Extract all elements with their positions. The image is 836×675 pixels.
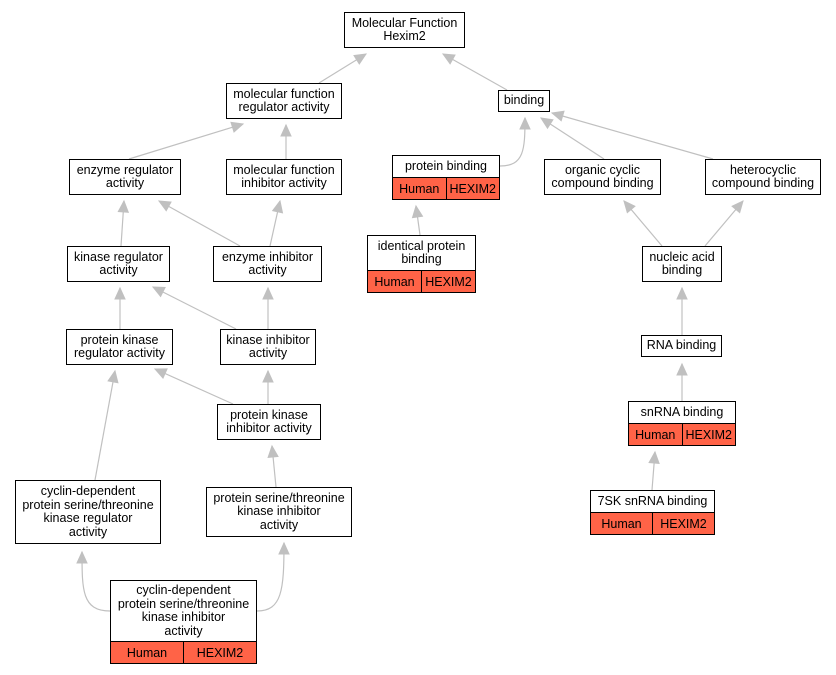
arrowhead-cdk-reg-to-pk-reg	[107, 369, 119, 384]
node-label: nucleic acid binding	[649, 249, 715, 277]
arrowhead-pk-inh-to-pk-reg	[153, 368, 168, 380]
annotation-row: Human HEXIM2	[591, 512, 714, 534]
node-protein-binding[interactable]: protein binding Human HEXIM2	[392, 155, 500, 200]
node-label: snRNA binding	[640, 404, 724, 419]
edge-enzyme-regulator-to-mfreg	[128, 123, 244, 160]
node-pk-regulator[interactable]: protein kinase regulator activity	[66, 329, 173, 365]
edge-pk-inh-to-pk-reg	[154, 368, 234, 405]
node-label: cyclin-dependent protein serine/threonin…	[117, 583, 250, 638]
species-cell: Human	[111, 642, 184, 663]
node-cdk-regulator[interactable]: cyclin-dependent protein serine/threonin…	[15, 480, 161, 544]
arrowhead-nucleic-to-heterocyclic	[731, 200, 744, 214]
node-snrna-binding[interactable]: snRNA binding Human HEXIM2	[628, 401, 736, 446]
node-molecular-function-root[interactable]: Molecular Function Hexim2	[344, 12, 465, 48]
node-cdk-inhibitor[interactable]: cyclin-dependent protein serine/threonin…	[110, 580, 257, 664]
species-cell: Human	[629, 424, 683, 445]
node-label: protein kinase inhibitor activity	[226, 407, 312, 435]
edge-organic-to-binding	[540, 117, 605, 160]
node-heterocyclic[interactable]: heterocyclic compound binding	[705, 159, 821, 195]
arrowhead-snrna-to-rna	[676, 362, 688, 376]
node-label: kinase inhibitor activity	[226, 332, 310, 360]
node-enzyme-inhibitor[interactable]: enzyme inhibitor activity	[213, 246, 322, 282]
species-cell: Human	[393, 178, 447, 199]
node-label: cyclin-dependent protein serine/threonin…	[22, 484, 154, 539]
edge-binding-to-root	[442, 53, 508, 91]
node-organic-cyclic[interactable]: organic cyclic compound binding	[544, 159, 661, 195]
arrowhead-mf-regulator-to-root	[353, 53, 368, 65]
arrowhead-cdk-inh-to-cdk-reg	[76, 550, 88, 564]
edge-kinase-inh-to-kinase-reg	[152, 286, 237, 330]
edge-heterocyclic-to-binding	[551, 112, 714, 160]
annotation-row: Human HEXIM2	[368, 270, 475, 292]
gene-cell: HEXIM2	[449, 181, 497, 196]
arrowhead-mf-inhibitor-to-mfreg	[280, 123, 292, 137]
species-cell: Human	[368, 271, 422, 292]
root-gene: Hexim2	[383, 29, 426, 43]
node-identical-protein[interactable]: identical protein binding Human HEXIM2	[367, 235, 476, 293]
arrowhead-pk-reg-to-kinase-reg	[114, 286, 126, 300]
node-label: 7SK snRNA binding	[597, 493, 708, 508]
node-rna-binding[interactable]: RNA binding	[641, 335, 722, 357]
node-pk-inhibitor[interactable]: protein kinase inhibitor activity	[217, 404, 321, 440]
node-label: identical protein binding	[377, 238, 466, 266]
node-label: molecular function regulator activity	[233, 86, 335, 114]
annotation-row: Human HEXIM2	[111, 641, 256, 663]
species-cell: Human	[591, 513, 653, 534]
arrowhead-enzyme-inh-to-enzyme-reg	[157, 200, 172, 212]
gene-cell: HEXIM2	[196, 645, 244, 660]
arrowhead-sk7-to-snrna	[648, 450, 660, 464]
arrowhead-organic-to-binding	[539, 117, 554, 130]
arrowhead-protein-binding-to-binding	[519, 116, 531, 130]
arrowhead-identical-to-protein-binding	[411, 204, 424, 219]
arrowhead-kinase-inh-to-kinase-reg	[151, 286, 166, 298]
gene-cell: HEXIM2	[685, 427, 733, 442]
arrowhead-enzyme-inh-to-mf-inhibitor	[271, 199, 284, 214]
node-label: enzyme regulator activity	[76, 162, 174, 190]
gene-cell: HEXIM2	[660, 516, 707, 531]
arrowhead-kinase-reg-to-enzyme-reg	[117, 199, 130, 213]
arrowhead-enzyme-regulator-to-mfreg	[230, 121, 245, 133]
node-label: RNA binding	[646, 338, 717, 353]
node-7sk-snrna-binding[interactable]: 7SK snRNA binding Human HEXIM2	[590, 490, 715, 535]
node-label: kinase regulator activity	[74, 249, 163, 277]
edge-cdk-inh-to-pst-inh	[256, 542, 285, 612]
arrowhead-rna-to-nucleic	[676, 286, 688, 300]
arrowhead-binding-to-root	[441, 53, 456, 65]
edge-enzyme-inh-to-enzyme-reg	[158, 200, 241, 247]
node-kinase-regulator[interactable]: kinase regulator activity	[67, 246, 170, 282]
arrowhead-kinase-inh-to-enzyme-inh	[262, 286, 274, 300]
node-mf-inhibitor[interactable]: molecular function inhibitor activity	[226, 159, 342, 195]
node-label: enzyme inhibitor activity	[221, 249, 313, 277]
annotation-row: Human HEXIM2	[629, 423, 735, 445]
node-pst-inhibitor[interactable]: protein serine/threonine kinase inhibito…	[206, 487, 352, 537]
node-label: protein serine/threonine kinase inhibito…	[213, 490, 345, 532]
gene-cell: HEXIM2	[425, 274, 472, 289]
arrowhead-pk-inh-to-kinase-inh	[262, 369, 274, 383]
arrowhead-nucleic-to-organic	[623, 200, 636, 214]
node-nucleic-acid[interactable]: nucleic acid binding	[642, 246, 722, 282]
node-label: heterocyclic compound binding	[711, 162, 815, 190]
node-label: protein binding	[404, 158, 487, 173]
node-binding[interactable]: binding	[498, 90, 550, 112]
arrowhead-heterocyclic-to-binding	[550, 110, 565, 122]
node-enzyme-regulator[interactable]: enzyme regulator activity	[69, 159, 181, 195]
edge-cdk-reg-to-pk-reg	[94, 370, 116, 481]
arrowhead-pst-inh-to-pk-inh	[267, 444, 279, 458]
arrowhead-cdk-inh-to-pst-inh	[278, 541, 290, 555]
node-label: molecular function inhibitor activity	[233, 162, 335, 190]
root-title: Molecular Function	[351, 15, 458, 30]
node-kinase-inhibitor[interactable]: kinase inhibitor activity	[220, 329, 316, 365]
node-label: binding	[503, 93, 545, 108]
annotation-row: Human HEXIM2	[393, 177, 499, 199]
node-label: organic cyclic compound binding	[551, 162, 654, 190]
node-label: protein kinase regulator activity	[73, 332, 165, 360]
node-mf-regulator[interactable]: molecular function regulator activity	[226, 83, 342, 119]
